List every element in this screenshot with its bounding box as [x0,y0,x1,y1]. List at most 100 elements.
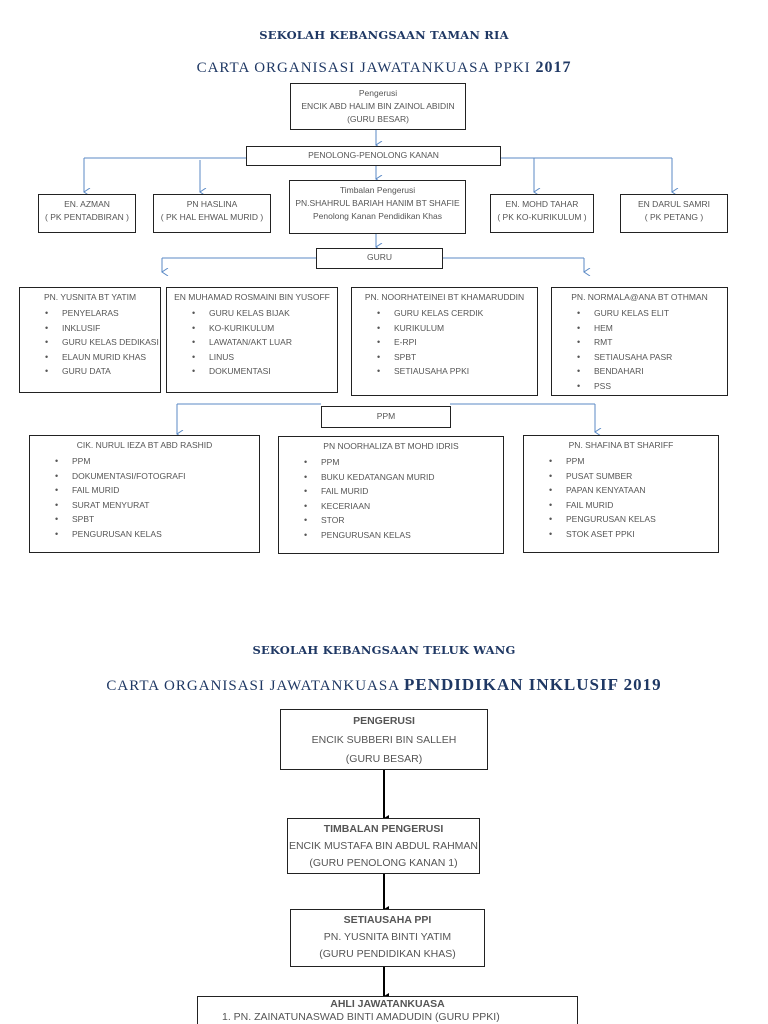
task-item: SPBT [30,512,259,527]
task-item: PENGURUSAN KELAS [279,528,503,543]
committee-label: AHLI JAWATANKUASA [330,998,445,1010]
task-item: PPM [279,455,503,470]
chairman-post: (GURU BESAR) [345,753,423,765]
task-item: GURU KELAS BIJAK [167,306,337,321]
assistant-name: EN. AZMAN [64,199,110,209]
committee-box: AHLI JAWATANKUASA 1. PN. ZAINATUNASWAD B… [197,996,578,1024]
task-item: GURU KELAS ELIT [552,306,727,321]
ppm-label-box: PPM [321,406,451,428]
assistant-name: PN HASLINA [186,199,238,209]
teacher-box: PN. NOORHATEINEI BT KHAMARUDDIN GURU KELA… [351,287,538,396]
school-name-1: SEKOLAH KEBANGSAAN TAMAN RIA [259,28,509,42]
task-item: SPBT [352,350,537,365]
member-name: CIK. NURUL IEZA BT ABD RASHID [76,440,213,450]
chart-title-1: CARTA ORGANISASI JAWATANKUASA PPKI 2017 [0,59,768,77]
task-item: FAIL MURID [30,483,259,498]
task-item: LAWATAN/AKT LUAR [167,335,337,350]
chart-title-2-rest: PENDIDIKAN INKLUSIF 2019 [403,675,662,694]
task-item: RMT [552,335,727,350]
committee-member: 1. PN. ZAINATUNASWAD BINTI AMADUDIN (GUR… [222,1011,500,1023]
assistant-box: EN. MOHD TAHAR( PK KO-KURIKULUM ) [490,194,594,233]
task-item: KO-KURIKULUM [167,321,337,336]
member-name: EN MUHAMAD ROSMAINI BIN YUSOFF [174,292,330,302]
assistant-name: EN DARUL SAMRI [638,199,710,209]
chairman-name: ENCIK SUBBERI BIN SALLEH [311,734,457,746]
task-item: PSS [552,379,727,394]
chairman-box-2: PENGERUSI ENCIK SUBBERI BIN SALLEH (GURU… [280,709,488,770]
deputy-post: Penolong Kanan Pendidikan Khas [312,211,443,221]
ppm-box: PN NOORHALIZA BT MOHD IDRIS PPMBUKU KEDAT… [278,436,504,554]
assistant-post: ( PK PETANG ) [644,212,704,222]
deputy-box: Timbalan Pengerusi PN.SHAHRUL BARIAH HAN… [289,180,466,234]
task-list: PENYELARASINKLUSIFGURU KELAS DEDIKASIELA… [20,306,160,379]
task-item: STOK ASET PPKI [524,527,718,542]
task-item: PENGURUSAN KELAS [524,512,718,527]
task-item: PUSAT SUMBER [524,469,718,484]
task-item: ELAUN MURID KHAS [20,350,160,365]
member-name: PN NOORHALIZA BT MOHD IDRIS [323,441,459,451]
deputy-name: PN.SHAHRUL BARIAH HANIM BT SHAFIE [295,198,460,208]
member-name: PN. YUSNITA BT YATIM [43,292,137,302]
secretary-box: SETIAUSAHA PPI PN. YUSNITA BINTI YATIM (… [290,909,485,967]
task-list: GURU KELAS BIJAKKO-KURIKULUMLAWATAN/AKT … [167,306,337,379]
task-item: FAIL MURID [524,498,718,513]
deputy-role: Timbalan Pengerusi [339,185,416,195]
assistant-box: EN. AZMAN ( PK PENTADBIRAN ) [38,194,136,233]
teacher-box: PN. NORMALA@ANA BT OTHMAN GURU KELAS ELIT… [551,287,728,396]
chart-title-2-main: CARTA ORGANISASI JAWATANKUASA [106,678,400,694]
ppm-box: CIK. NURUL IEZA BT ABD RASHID PPMDOKUMENT… [29,435,260,553]
task-item: STOR [279,513,503,528]
task-item: FAIL MURID [279,484,503,499]
task-item: LINUS [167,350,337,365]
task-item: KECERIAAN [279,499,503,514]
task-item: BENDAHARI [552,364,727,379]
task-item: SURAT MENYURAT [30,498,259,513]
deputy-role: TIMBALAN PENGERUSI [323,823,444,835]
secretary-name: PN. YUSNITA BINTI YATIM [323,931,452,943]
chart-title-1-year: 2017 [535,59,572,76]
assistant-post: ( PK KO-KURIKULUM ) [497,212,587,222]
deputy-name: ENCIK MUSTAFA BIN ABDUL RAHMAN [288,840,479,852]
task-list: PPMDOKUMENTASI/FOTOGRAFIFAIL MURIDSURAT … [30,454,259,542]
task-item: BUKU KEDATANGAN MURID [279,470,503,485]
chairman-role: PENGERUSI [353,715,415,727]
task-item: E-RPI [352,335,537,350]
task-item: PPM [30,454,259,469]
chairman-role: Pengerusi [358,88,398,98]
secretary-post: (GURU PENDIDIKAN KHAS) [319,948,456,960]
member-name: PN. NORMALA@ANA BT OTHMAN [571,292,708,302]
teacher-box: EN MUHAMAD ROSMAINI BIN YUSOFF GURU KELAS… [166,287,338,393]
task-list: PPMPUSAT SUMBERPAPAN KENYATAANFAIL MURID… [524,454,718,542]
deputy-post: (GURU PENOLONG KANAN 1) [309,857,458,869]
teacher-box: PN. YUSNITA BT YATIMPENYELARASINKLUSIFGU… [19,287,161,393]
task-item: PENGURUSAN KELAS [30,527,259,542]
assistant-box: PN HASLINA( PK HAL EHWAL MURID ) [153,194,271,233]
secretary-role: SETIAUSAHA PPI [343,914,432,926]
task-item: HEM [552,321,727,336]
task-item: SETIAUSAHA PPKI [352,364,537,379]
task-item: DOKUMENTASI [167,364,337,379]
task-item: INKLUSIF [20,321,160,336]
task-item: DOKUMENTASI/FOTOGRAFI [30,469,259,484]
assistants-label-box: PENOLONG-PENOLONG KANAN [246,146,501,166]
task-item: GURU KELAS DEDIKASI [20,335,160,350]
task-list: GURU KELAS ELITHEMRMTSETIAUSAHA PASRBEND… [552,306,727,394]
task-list: GURU KELAS CERDIKKURIKULUME-RPISPBTSETIA… [352,306,537,379]
chairman-name: ENCIK ABD HALIM BIN ZAINOL ABIDIN [301,101,455,111]
task-list: PPMBUKU KEDATANGAN MURIDFAIL MURIDKECERI… [279,455,503,543]
assistant-box: EN DARUL SAMRI ( PK PETANG ) [620,194,728,233]
chairman-box: Pengerusi ENCIK ABD HALIM BIN ZAINOL ABI… [290,83,466,130]
chairman-post: (GURU BESAR) [347,114,409,124]
task-item: GURU KELAS CERDIK [352,306,537,321]
member-name: PN. SHAFINA BT SHARIFF [568,440,674,450]
assistant-post: ( PK PENTADBIRAN ) [45,212,129,222]
deputy-box-2: TIMBALAN PENGERUSI ENCIK MUSTAFA BIN ABD… [287,818,480,874]
school-name-2: SEKOLAH KEBANGSAAN TELUK WANG [252,643,516,657]
task-item: PENYELARAS [20,306,160,321]
task-item: PAPAN KENYATAAN [524,483,718,498]
member-name: PN. NOORHATEINEI BT KHAMARUDDIN [364,292,525,302]
task-item: KURIKULUM [352,321,537,336]
task-item: GURU DATA [20,364,160,379]
